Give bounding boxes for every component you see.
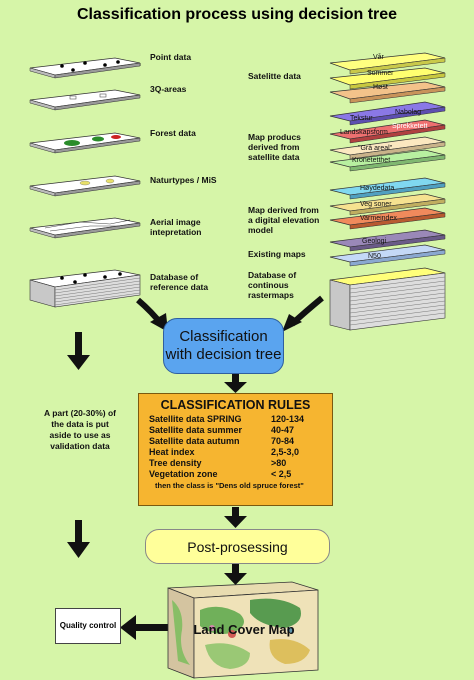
left-layer-reference-database [29, 269, 141, 308]
layer-label-hoydedata: Høydedata [360, 185, 395, 192]
right-layer-gra-areal [329, 136, 446, 160]
left-layer-naturtypes [29, 175, 141, 197]
postprocessing-box: Post-prosessing [145, 529, 330, 564]
quality-control-box: Quality control [55, 608, 121, 644]
right-layer-host [329, 81, 446, 104]
label-3q-areas: 3Q-areas [150, 84, 187, 94]
label-point-data: Point data [150, 52, 192, 62]
label-aerial-image: Aerial image intepretation [150, 217, 202, 237]
layer-label-sommer: Sommer [367, 70, 394, 77]
arrow-left-down-1 [67, 332, 90, 370]
right-layer-veg-soner [329, 193, 446, 216]
right-layer-var [329, 52, 446, 75]
right-layer-kronetetthet [329, 149, 446, 172]
arrow-classification-to-rules [224, 374, 247, 393]
label-raster-database: Database of continous rastermaps [248, 270, 297, 300]
validation-note: A part (20-30%) of the data is put aside… [44, 408, 116, 451]
left-layer-aerial-image [29, 217, 141, 239]
arrow-map-to-quality-control [120, 615, 170, 640]
label-forest-data: Forest data [150, 128, 196, 138]
right-layer-geologi [329, 229, 446, 252]
land-cover-map-label: Land Cover Map [193, 622, 295, 637]
land-cover-map-image [167, 581, 319, 679]
rule-row: Vegetation zone< 2,5 [149, 469, 292, 479]
rules-title: CLASSIFICATION RULES [160, 398, 311, 412]
right-layer-varmeindex [329, 207, 446, 230]
left-layer-3q-areas [29, 89, 141, 111]
right-layer-landskapsform [329, 119, 446, 144]
arrow-rules-to-postprocessing [224, 507, 247, 528]
rule-row: Tree density>80 [149, 458, 287, 468]
left-layer-forest-data [29, 132, 141, 154]
layer-label-host: Høst [373, 84, 388, 91]
rules-footer: then the class is "Dens old spruce fores… [155, 481, 304, 490]
arrow-right-stack-to-classification [282, 295, 324, 332]
layer-label-kronetetthet: Kronetetthet [352, 157, 391, 164]
label-existing-maps: Existing maps [248, 249, 306, 259]
layer-label-var: Vår [373, 54, 384, 61]
layer-label-tekstur: Tekstur [350, 115, 373, 122]
right-layer-n50 [329, 244, 446, 267]
label-reference-database: Database of reference data [150, 272, 209, 292]
layer-label-landskapsform: Landskapsform [340, 129, 388, 136]
arrow-postprocessing-to-map [224, 564, 247, 585]
layer-label-nabolag: Nabolag [395, 109, 422, 116]
classification-box: Classification with decision tree [163, 318, 284, 374]
left-layer-point-data [29, 57, 141, 79]
layer-label-varmeindex: Varmeindex [360, 215, 397, 222]
right-layer-hoydedata [329, 177, 446, 200]
right-layer-raster-database [329, 267, 446, 331]
label-naturtypes: Naturtypes / MiS [150, 175, 217, 185]
label-satellite-data: Satelitte data [248, 71, 301, 81]
arrow-left-down-2 [67, 520, 90, 558]
right-layer-sommer [329, 67, 446, 90]
layer-label-gra-areal: "Grå areal" [358, 145, 393, 152]
layer-label-n50: N50 [368, 253, 381, 260]
layer-label-sprekketett: Sprekketett [392, 123, 428, 130]
label-satellite-products: Map producs derived from satellite data [248, 132, 301, 162]
classification-rules-box: CLASSIFICATION RULES Satellite data SPRI… [138, 393, 333, 506]
diagram-title: Classification process using decision tr… [76, 6, 398, 23]
layer-label-veg-soner: Veg soner [360, 201, 392, 208]
label-elevation-model: Map derived from a digital elevation mod… [248, 205, 320, 235]
right-layer-tekstur [329, 101, 446, 126]
layer-label-geologi: Geologi [362, 238, 387, 245]
